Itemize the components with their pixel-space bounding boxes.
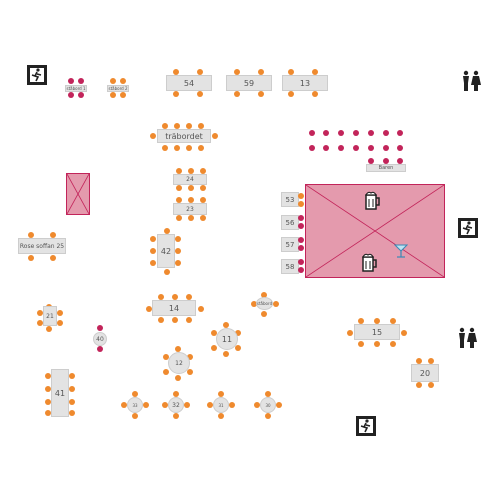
table-14[interactable]: 14 (152, 300, 196, 316)
exit-icon (27, 65, 47, 85)
exit-icon (458, 218, 478, 238)
table-23[interactable]: 23 (173, 203, 207, 215)
restroom-icon (463, 70, 481, 91)
reserved-area (66, 173, 90, 215)
table-traebordet[interactable]: träbordet (157, 129, 211, 143)
table-31[interactable]: 31 (213, 397, 229, 413)
table-40[interactable]: 40 (93, 332, 107, 346)
bar-seat-53[interactable]: 53 (281, 192, 299, 207)
table-33[interactable]: 33 (127, 397, 143, 413)
bar-seat-58[interactable]: 58 (281, 259, 299, 274)
table-30[interactable]: 30 (260, 397, 276, 413)
table-54[interactable]: 54 (166, 75, 212, 91)
bar-label: Baren (366, 164, 406, 172)
bar-counter (305, 184, 445, 278)
table-standing-1[interactable]: ståbord 1 (65, 85, 87, 92)
table-standing-3[interactable]: ståbord (256, 297, 273, 310)
table-41[interactable]: 41 (51, 369, 69, 417)
table-standing-2[interactable]: ståbord 2 (107, 85, 129, 92)
table-11[interactable]: 11 (216, 328, 238, 350)
restroom-icon (459, 327, 477, 348)
table-42[interactable]: 42 (157, 234, 175, 268)
table-15[interactable]: 15 (354, 324, 400, 340)
table-12[interactable]: 12 (168, 352, 190, 374)
table-59[interactable]: 59 (226, 75, 272, 91)
table-13[interactable]: 13 (282, 75, 328, 91)
table-rose-soffan-25[interactable]: Rose soffan 25 (18, 238, 66, 254)
table-21[interactable]: 21 (43, 306, 57, 326)
beer-icon (365, 191, 380, 210)
cocktail-icon (394, 244, 408, 258)
beer-icon (362, 253, 377, 272)
bar-seat-57[interactable]: 57 (281, 237, 299, 252)
table-20[interactable]: 20 (411, 364, 439, 382)
table-32[interactable]: 32 (168, 397, 184, 413)
table-24[interactable]: 24 (173, 174, 207, 185)
exit-icon (356, 416, 376, 436)
bar-seat-56[interactable]: 56 (281, 215, 299, 230)
